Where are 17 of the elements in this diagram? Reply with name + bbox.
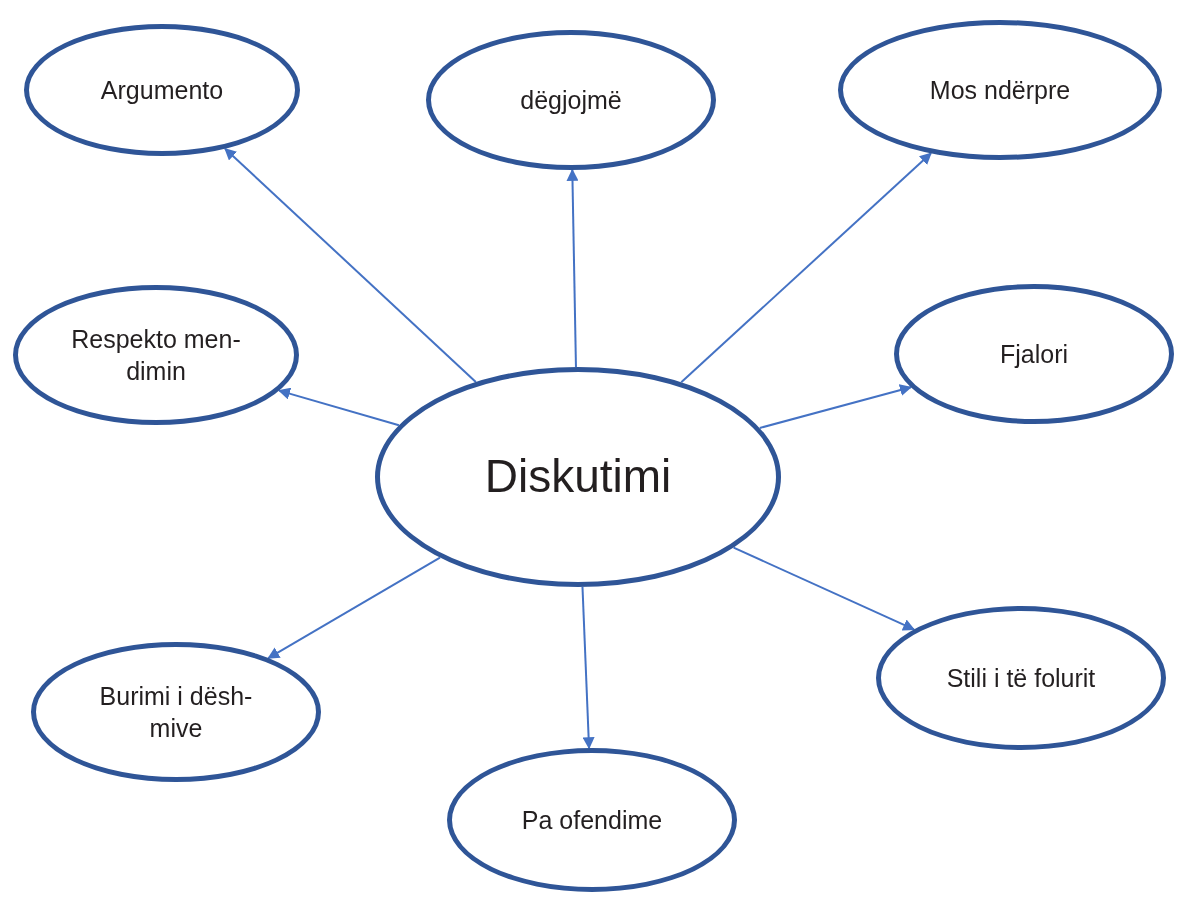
node-label: Mos ndërpre [929,74,1071,106]
node-label: Burimi i dësh- mive [98,680,254,744]
arrow [267,556,441,660]
arrow [732,546,916,631]
node-label: Respekto men- dimin [70,323,242,387]
arrow [566,168,579,368]
node-label: Argumento [100,74,224,106]
node-label: Pa ofendime [521,804,663,836]
arrow [680,152,932,384]
node-label: Stili i të folurit [946,662,1096,694]
node-label: Fjalori [999,338,1069,370]
arrow [278,387,400,427]
arrow [581,585,595,750]
node-label: dëgjojmë [520,84,622,116]
arrow [224,147,477,383]
central-topic-label: Diskutimi [484,449,672,505]
arrow [758,384,912,429]
